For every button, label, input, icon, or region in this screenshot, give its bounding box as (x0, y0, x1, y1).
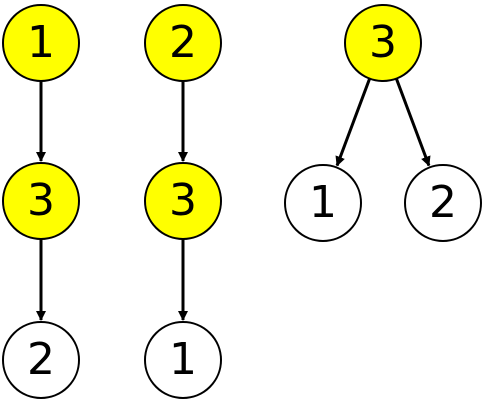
edge-arrow-tree3-2 (394, 78, 431, 167)
node-circle (284, 164, 362, 242)
node-label: 1 (27, 17, 55, 68)
node-t1-mid: 3 (2, 162, 80, 240)
node-label: 1 (309, 177, 337, 228)
node-t3-right: 2 (404, 164, 482, 242)
node-label: 3 (369, 17, 397, 68)
node-label: 3 (27, 175, 55, 226)
node-circle (404, 164, 482, 242)
node-t2-mid: 3 (144, 162, 222, 240)
node-t3-root: 3 (344, 4, 422, 82)
node-label: 2 (27, 334, 55, 385)
node-circle (144, 4, 222, 82)
edge-arrow-tree3-1 (335, 78, 372, 167)
node-label: 1 (169, 334, 197, 385)
node-circle (2, 162, 80, 240)
node-circle (2, 321, 80, 399)
nodes-layer: 1 3 2 2 3 1 3 1 2 (2, 4, 482, 399)
edges-layer (36, 78, 431, 321)
node-t2-top: 2 (144, 4, 222, 82)
node-t2-bot: 1 (144, 321, 222, 399)
node-circle (144, 162, 222, 240)
node-t1-top: 1 (2, 4, 80, 82)
node-label: 3 (169, 175, 197, 226)
node-label: 2 (169, 17, 197, 68)
node-circle (344, 4, 422, 82)
node-t3-left: 1 (284, 164, 362, 242)
node-label: 2 (429, 177, 457, 228)
node-circle (2, 4, 80, 82)
node-t1-bot: 2 (2, 321, 80, 399)
node-circle (144, 321, 222, 399)
